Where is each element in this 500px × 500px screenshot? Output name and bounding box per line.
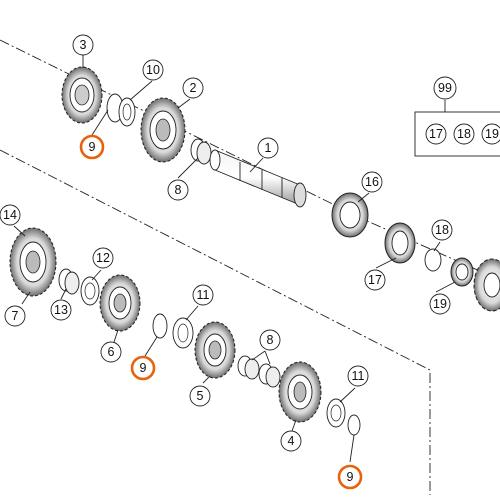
callout-11-label: 11 xyxy=(197,288,210,302)
callout-13[interactable]: 13 xyxy=(50,299,72,321)
callout-13-label: 13 xyxy=(54,303,68,317)
callout-11-middle[interactable]: 11 xyxy=(192,284,214,306)
gear-14-part xyxy=(9,227,57,297)
callout-14-label: 14 xyxy=(3,208,17,222)
callout-7[interactable]: 7 xyxy=(4,305,26,327)
thrust-washer-middle xyxy=(152,313,194,349)
thrust-washer-lower xyxy=(326,398,361,436)
callout-11-lower-label: 11 xyxy=(352,369,365,383)
callout-9-lower-label: 9 xyxy=(347,470,354,484)
callout-19-label: 19 xyxy=(433,297,447,311)
bearing-16-part xyxy=(331,192,369,238)
callout-2[interactable]: 2 xyxy=(182,77,204,99)
callout-9-highlighted-lower[interactable]: 9 xyxy=(337,464,363,490)
callout-3-label: 3 xyxy=(80,38,87,52)
callout-8-label: 8 xyxy=(175,183,182,197)
callout-9-middle-label: 9 xyxy=(140,361,147,375)
main-shaft-part xyxy=(209,149,307,208)
needle-bushing-upper xyxy=(190,138,212,165)
callout-14[interactable]: 14 xyxy=(0,204,21,226)
callout-18-kit[interactable]: 18 xyxy=(453,123,475,145)
callout-6-label: 6 xyxy=(108,345,115,359)
washer-12-part xyxy=(80,276,100,306)
bushing-19-part xyxy=(450,257,474,287)
callout-1-label: 1 xyxy=(265,141,272,155)
callout-9-highlighted-upper[interactable]: 9 xyxy=(79,134,105,160)
callout-3[interactable]: 3 xyxy=(72,34,94,56)
callout-5[interactable]: 5 xyxy=(189,385,211,407)
callout-7-label: 7 xyxy=(12,309,19,323)
leader-lines xyxy=(13,55,456,463)
gear-6-part xyxy=(99,274,141,332)
callout-17-kit-label: 17 xyxy=(429,127,443,141)
callout-4-label: 4 xyxy=(288,434,295,448)
callout-8-lower-label: 8 xyxy=(267,333,274,347)
callout-10-label: 10 xyxy=(146,63,160,77)
callout-17[interactable]: 17 xyxy=(364,269,386,291)
bushing-13-part xyxy=(58,268,80,295)
gear-2-part xyxy=(140,97,186,163)
callout-10[interactable]: 10 xyxy=(142,59,164,81)
callout-19[interactable]: 19 xyxy=(429,293,451,315)
callout-19-kit[interactable]: 19 xyxy=(481,123,500,145)
seal-17-part xyxy=(384,222,416,264)
callout-12-label: 12 xyxy=(96,251,110,265)
callout-17-label: 17 xyxy=(368,273,382,287)
callout-99-label: 99 xyxy=(438,81,452,95)
needle-bushing-lower xyxy=(237,355,281,388)
gear-5-part xyxy=(194,321,236,379)
callout-8-lower[interactable]: 8 xyxy=(259,329,281,351)
callout-18-kit-label: 18 xyxy=(457,127,471,141)
callout-5-label: 5 xyxy=(197,389,204,403)
callout-16[interactable]: 16 xyxy=(361,171,383,193)
callout-12[interactable]: 12 xyxy=(92,247,114,269)
callout-2-label: 2 xyxy=(190,81,197,95)
callout-18-label: 18 xyxy=(435,223,449,237)
gear-4-part xyxy=(278,361,322,423)
washer-18-part xyxy=(424,248,442,272)
callout-16-label: 16 xyxy=(365,175,379,189)
kit-bracket-99 xyxy=(414,100,500,157)
callout-9-label: 9 xyxy=(89,140,96,154)
callout-1[interactable]: 1 xyxy=(257,137,279,159)
callout-4[interactable]: 4 xyxy=(280,430,302,452)
callout-19-kit-label: 19 xyxy=(485,127,499,141)
thrust-washer-upper xyxy=(106,93,136,127)
gear-3-part xyxy=(61,66,103,124)
callout-8-upper[interactable]: 8 xyxy=(167,179,189,201)
sprocket-part xyxy=(473,258,500,312)
callout-6[interactable]: 6 xyxy=(100,341,122,363)
callout-11-lower[interactable]: 11 xyxy=(347,365,369,387)
callout-9-highlighted-middle[interactable]: 9 xyxy=(130,355,156,381)
axis-line-lower xyxy=(0,149,431,495)
callout-17-kit[interactable]: 17 xyxy=(425,123,447,145)
callout-99[interactable]: 99 xyxy=(433,76,457,100)
callout-18[interactable]: 18 xyxy=(431,219,453,241)
